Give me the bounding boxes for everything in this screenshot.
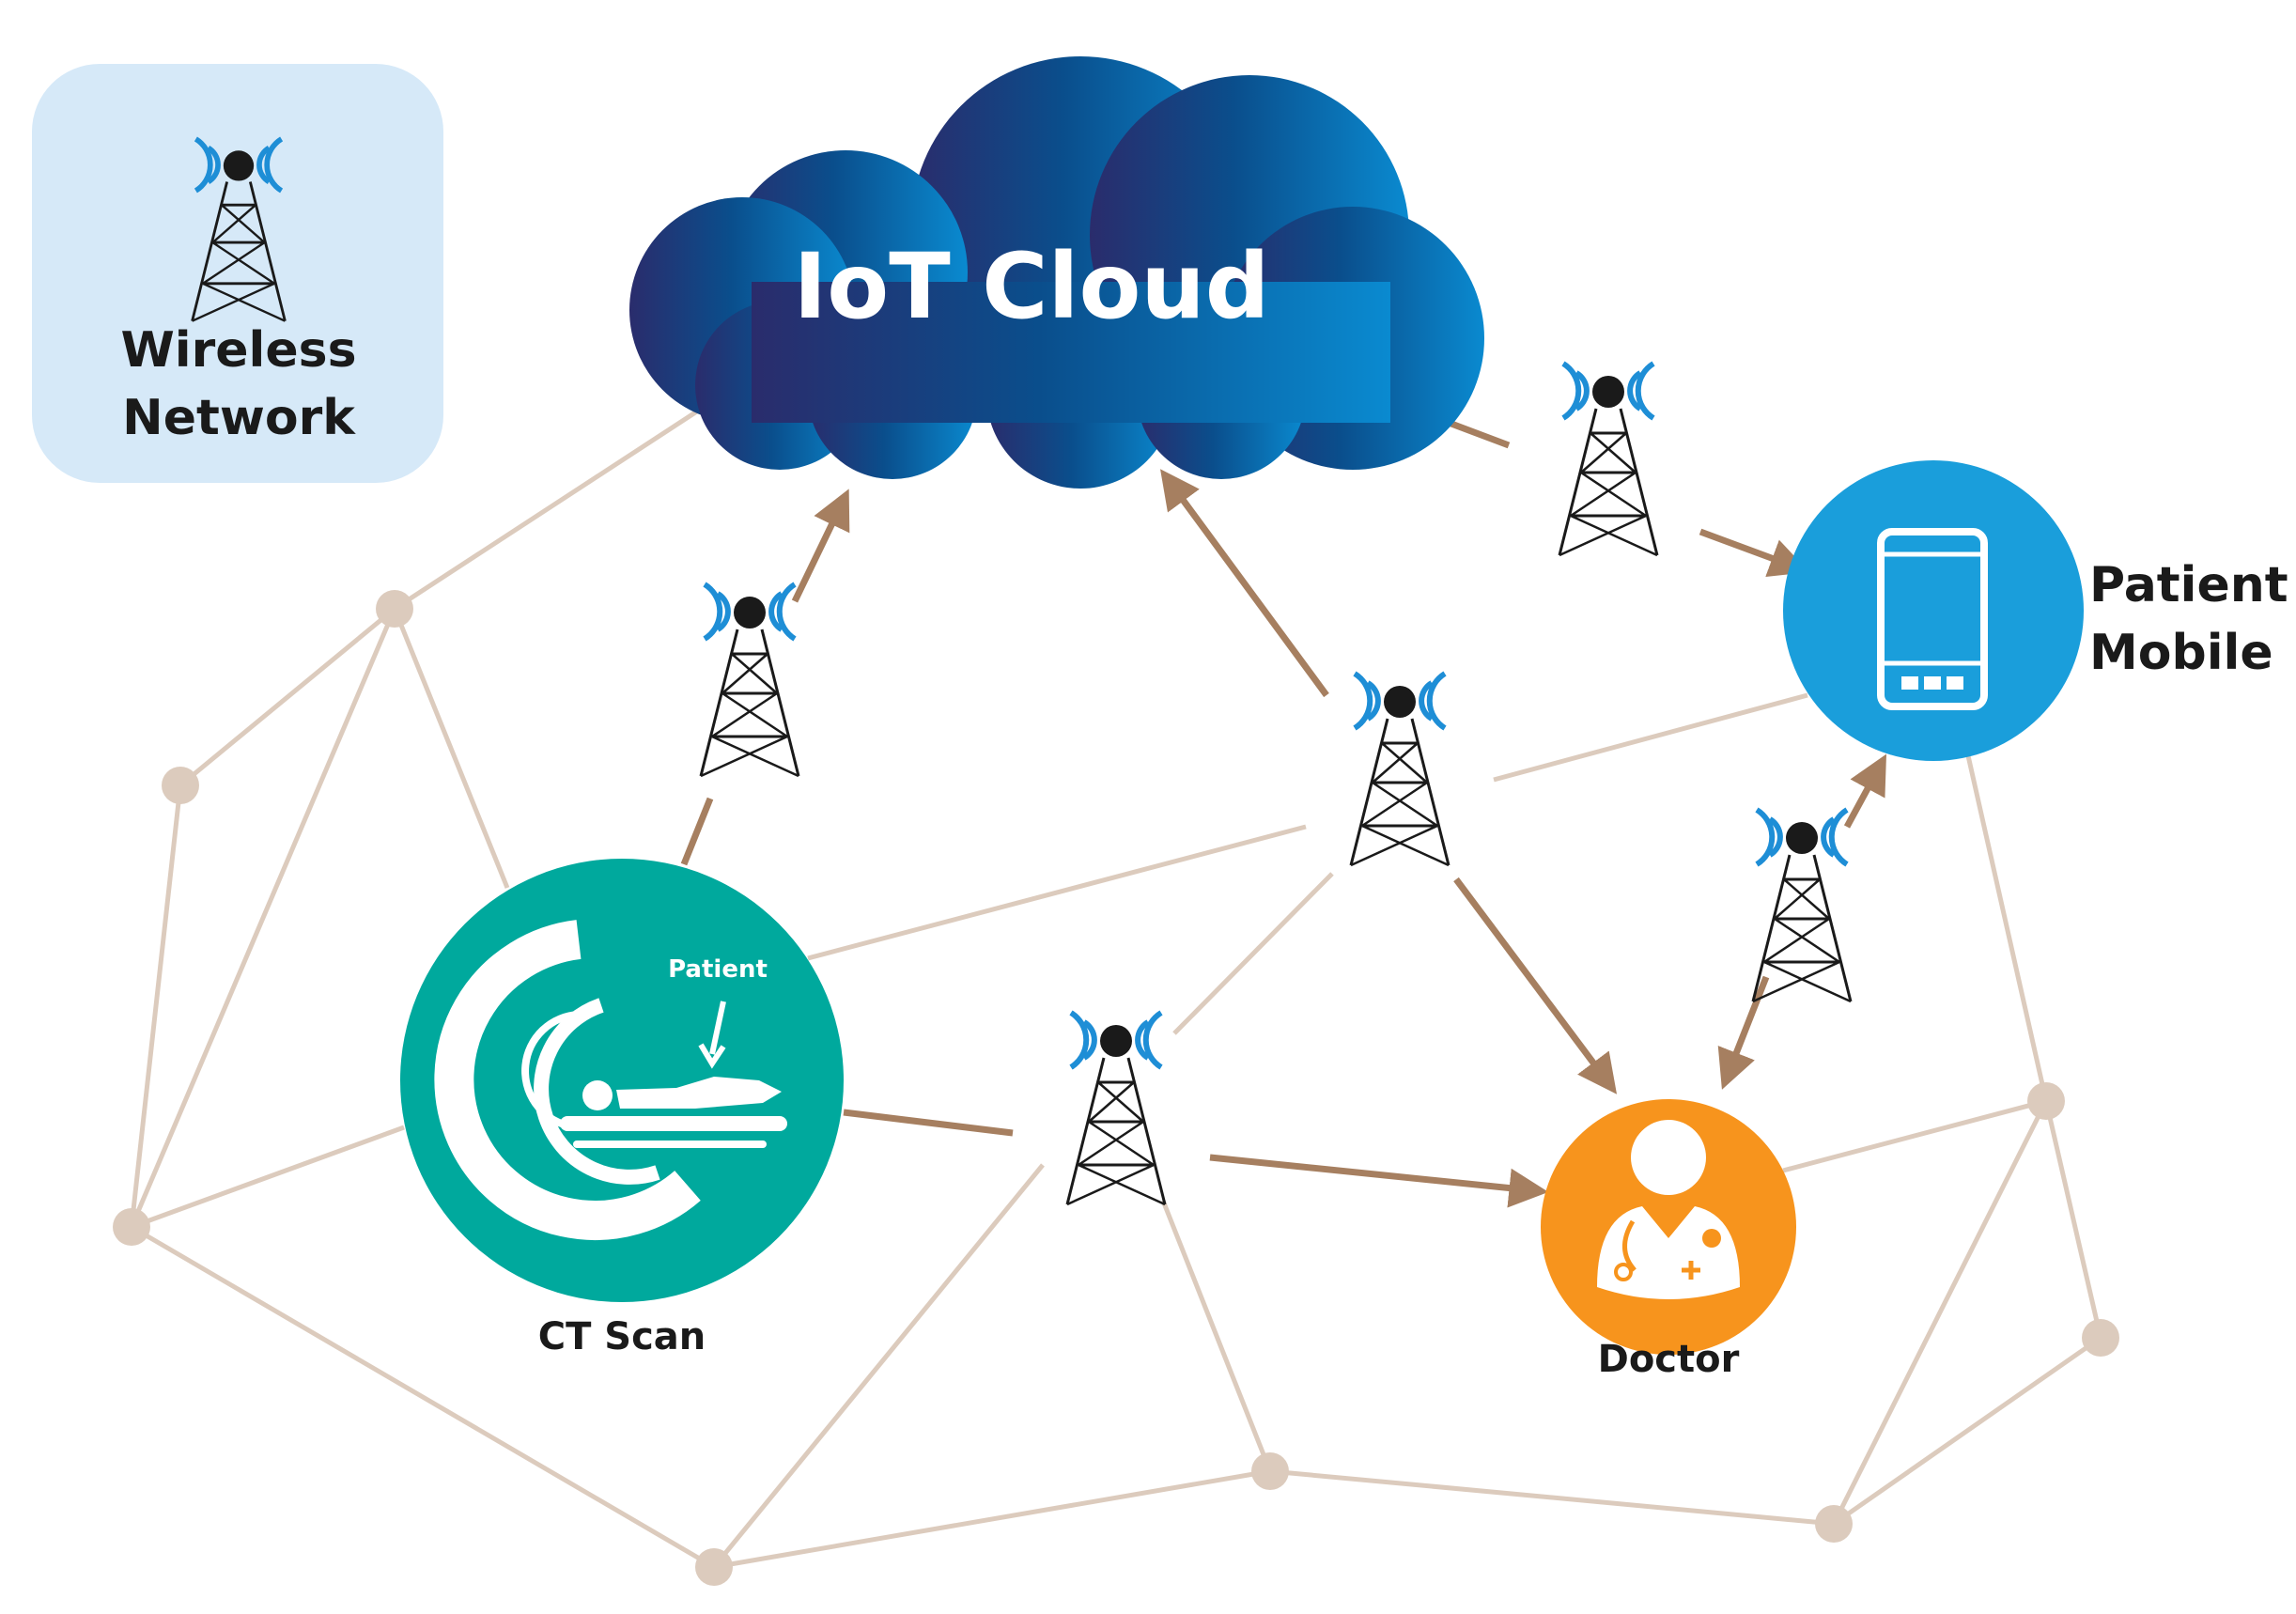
patient-mobile-node: Patient Mobile [1783,460,2288,761]
mesh-node [2027,1082,2065,1120]
cloud-title: IoT Cloud [794,234,1270,339]
mesh-edge [129,608,397,1228]
mesh-edge [1269,1468,1835,1527]
tower-icon [1753,810,1851,1001]
ct-patient-tag: Patient [668,955,768,984]
arrow-tower-to-doctor [1209,1154,1549,1208]
legend-line1: Wireless [120,322,356,379]
mesh-edge [807,824,1307,961]
arrow-tower-to-mobile [1699,528,1809,578]
mesh-edge [129,784,183,1228]
mesh-edge [2043,1100,2103,1339]
legend-line2: Network [122,390,356,446]
mesh-edge [131,1125,405,1230]
mesh-node [113,1208,150,1246]
mesh-network [129,373,2103,1570]
ct-scanner-icon [434,920,787,1240]
data-flow-arrows [680,395,1887,1208]
tower-icon [1067,1013,1165,1204]
mesh-node [2082,1319,2119,1357]
arrow-tower-to-cloud [791,489,850,603]
mesh-node [162,767,199,804]
mesh-edge [130,1224,716,1570]
mesh-node [1815,1505,1853,1543]
legend-background [32,64,443,483]
arrow-center-tower-to-cloud [1160,469,1329,698]
mesh-edge [1172,872,1334,1035]
mesh-edge [713,1468,1271,1570]
mesh-edge [712,1163,1045,1569]
doctor-node: Doctor [1541,1099,1796,1381]
patient-mobile-line1: Patient [2089,557,2288,613]
mesh-edge [1831,1099,2049,1526]
mesh-edge [178,607,396,787]
mesh-edge [1493,692,1808,783]
doctor-label: Doctor [1598,1338,1740,1381]
ct-scan-label: CT Scan [538,1315,706,1358]
ct-scan-node: Patient CT Scan [400,859,844,1358]
iot-cloud [629,56,1484,489]
doctor-circle [1541,1099,1796,1355]
arrow-ct-to-tower-low [843,1109,1014,1137]
mesh-node [1251,1452,1289,1490]
tower-icon [1559,364,1657,555]
legend-box: Wireless Network [32,64,443,483]
mesh-edge [1964,751,2049,1102]
mesh-edge [393,373,753,612]
tower-icon [1351,674,1449,865]
patient-mobile-circle [1783,460,2084,761]
patient-mobile-line2: Mobile [2089,625,2273,681]
mesh-edge [1832,1335,2102,1527]
mesh-edge [1160,1200,1273,1472]
arrow-ct-to-tower [680,797,714,866]
mesh-node [376,590,413,628]
smartphone-icon [1877,528,1988,710]
mesh-edge [1782,1098,2047,1173]
mesh-node [695,1548,733,1586]
mesh-nodes [113,590,2119,1586]
arrow-tower-to-mobile-low [1843,753,1887,829]
doctor-icon [1597,1120,1740,1299]
arrow-center-tower-to-doctor [1453,877,1618,1094]
tower-icon [701,584,799,776]
arrow-tower-to-doctor-right [1717,975,1770,1090]
mesh-edge [392,608,510,889]
